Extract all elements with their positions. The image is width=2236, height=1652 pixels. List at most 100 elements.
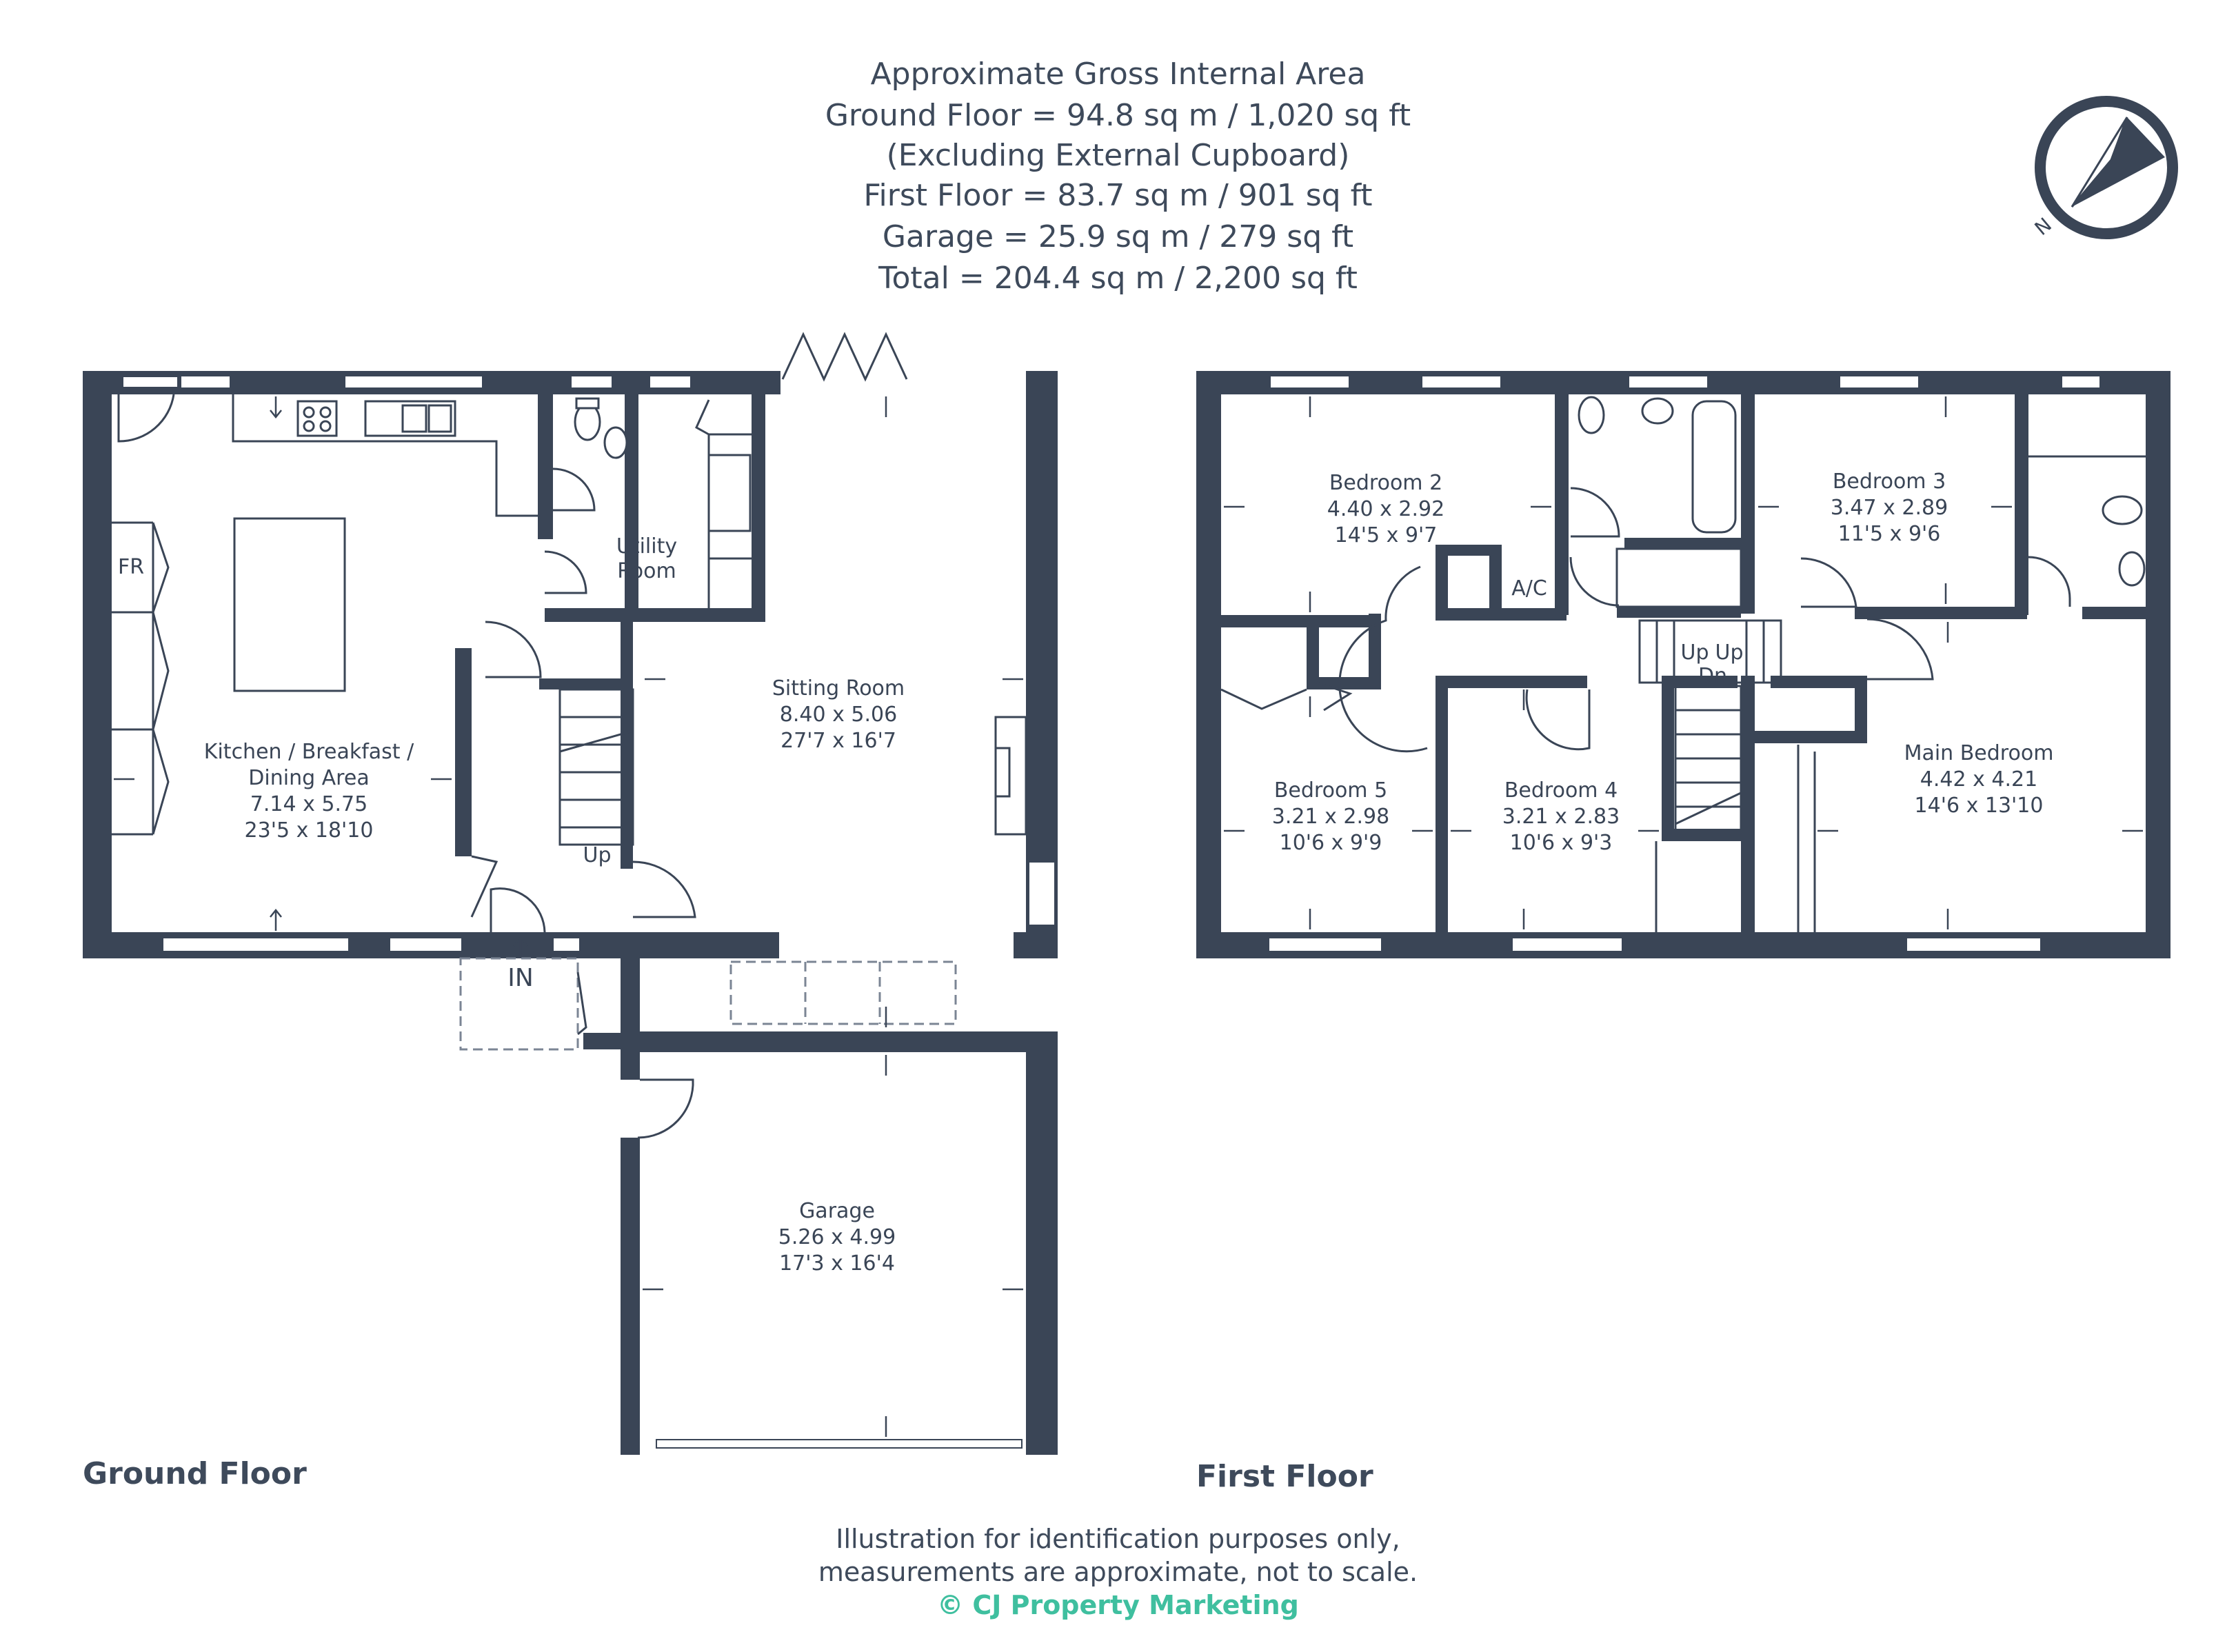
wall <box>1014 932 1058 958</box>
ground-floor-plan: FR Utility Room Up <box>83 332 1058 1455</box>
wall <box>621 1031 1037 1052</box>
stairs-up-1: Up <box>1680 641 1709 665</box>
wall <box>2146 371 2170 958</box>
wall <box>1617 607 1741 618</box>
window <box>1628 375 1709 389</box>
wall <box>752 394 765 616</box>
toilet-icon <box>1578 396 1605 434</box>
toilet-icon <box>2102 495 2143 525</box>
kitchen-name-1: Kitchen / Breakfast / <box>204 740 414 764</box>
area-garage: Garage = 25.9 sq m / 279 sq ft <box>882 219 1354 254</box>
wall <box>1741 394 1755 614</box>
wall <box>1307 677 1376 689</box>
bed5-name: Bedroom 5 <box>1274 778 1387 803</box>
wall <box>1307 615 1319 684</box>
shower-tray <box>1615 547 1742 608</box>
dimension-arrows <box>1224 396 2143 929</box>
wall <box>1221 615 1380 627</box>
wall <box>621 622 633 685</box>
kitchen-metric: 7.14 x 5.75 <box>250 792 367 816</box>
bed4-name: Bedroom 4 <box>1504 778 1618 803</box>
window <box>1269 375 1350 389</box>
stairs <box>558 688 634 846</box>
fireplace-icon <box>994 716 1027 836</box>
garage-door <box>656 1439 1023 1449</box>
main-bed-metric: 4.42 x 4.21 <box>1920 767 2037 792</box>
wall <box>1436 676 1448 945</box>
utility-name-1: Utility <box>616 534 677 558</box>
first-floor-plan: A/C Up Up Dn <box>1196 371 2170 958</box>
wall <box>539 678 633 689</box>
bifold-door <box>781 332 908 382</box>
wall <box>1489 545 1502 621</box>
dimension-arrows <box>114 396 1023 1437</box>
compass-north-icon: N <box>2031 96 2178 240</box>
window <box>344 375 483 389</box>
garage-metric: 5.26 x 4.99 <box>778 1225 896 1249</box>
window <box>570 375 613 389</box>
window <box>1511 937 1623 952</box>
wall <box>83 371 112 958</box>
bed5-imperial: 10'6 x 9'9 <box>1280 831 1382 855</box>
entrance-label: IN <box>507 964 534 992</box>
wall <box>579 932 689 958</box>
sitting-imperial: 27'7 x 16'7 <box>780 729 896 753</box>
wall <box>545 608 765 622</box>
wall <box>625 394 638 512</box>
area-ground: Ground Floor = 94.8 sq m / 1,020 sq ft <box>825 98 1411 133</box>
main-bed-name: Main Bedroom <box>1904 741 2054 765</box>
utility-name-2: Room <box>617 559 676 583</box>
window <box>389 937 463 952</box>
bath-icon <box>1691 400 1737 534</box>
wall <box>455 648 472 856</box>
wall <box>2082 607 2151 619</box>
wall <box>1196 371 1221 958</box>
window <box>1421 375 1502 389</box>
wall <box>625 498 638 622</box>
kitchen-name-2: Dining Area <box>248 766 369 790</box>
stairs-down: Dn <box>1698 664 1727 688</box>
kitchen-imperial: 23'5 x 18'10 <box>245 818 374 843</box>
wall <box>1771 676 1867 688</box>
window <box>1839 375 1920 389</box>
kitchen-sink-icon <box>364 400 456 437</box>
bed4-metric: 3.21 x 2.83 <box>1502 805 1620 829</box>
wall <box>1442 608 1567 621</box>
wall <box>1741 676 1755 945</box>
ground-floor-label: Ground Floor <box>83 1456 307 1491</box>
hob-icon <box>296 400 338 437</box>
fr-label: FR <box>118 555 144 579</box>
footer-credit: © CJ Property Marketing <box>937 1590 1299 1620</box>
wall <box>1624 538 1749 549</box>
bed3-name: Bedroom 3 <box>1833 470 1946 494</box>
skylight-outline <box>729 960 957 1025</box>
garage-door-swing <box>637 1078 694 1139</box>
wall <box>1369 614 1381 689</box>
landing-stairs <box>1638 619 1782 684</box>
stairs-up-label: Up <box>583 843 611 867</box>
bed3-imperial: 11'5 x 9'6 <box>1838 522 1941 546</box>
window <box>1906 937 2042 952</box>
sitting-name: Sitting Room <box>772 676 905 701</box>
wall <box>621 958 640 1041</box>
porch-outline <box>459 957 579 1051</box>
wall <box>1855 676 1867 743</box>
wall <box>1436 545 1502 556</box>
door-gap <box>122 376 179 388</box>
garage-name: Garage <box>799 1199 875 1223</box>
wall <box>1555 394 1569 615</box>
wall <box>621 1138 640 1455</box>
wall <box>1436 676 1587 688</box>
bed2-name: Bedroom 2 <box>1329 471 1442 495</box>
bed4-imperial: 10'6 x 9'3 <box>1510 831 1613 855</box>
wall <box>621 1052 640 1080</box>
toilet-icon <box>574 403 601 441</box>
kitchen-island <box>233 517 346 692</box>
wall <box>1662 676 1674 841</box>
footer-line-2: measurements are approximate, not to sca… <box>818 1557 1418 1587</box>
bed5-metric: 3.21 x 2.98 <box>1272 805 1389 829</box>
bed2-metric: 4.40 x 2.92 <box>1327 497 1444 521</box>
basin-icon <box>1641 397 1674 425</box>
bed2-imperial: 14'5 x 9'7 <box>1335 523 1438 547</box>
